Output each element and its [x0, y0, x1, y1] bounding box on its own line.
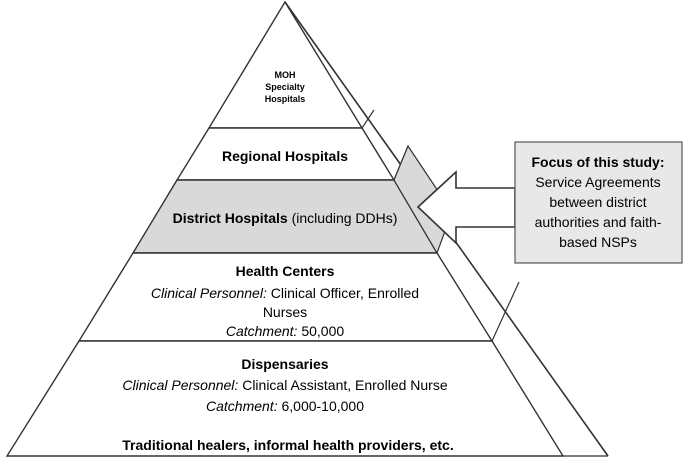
- moh-label-line1: MOH: [275, 70, 296, 80]
- hc-personnel-label: Clinical Personnel:: [151, 285, 267, 301]
- health-centers-personnel-cont: Nurses: [263, 304, 307, 320]
- dispensaries-personnel: Clinical Personnel: Clinical Assistant, …: [122, 377, 447, 393]
- hc-catchment-label: Catchment:: [226, 323, 298, 339]
- district-hospitals-label: District Hospitals (including DDHs): [173, 210, 398, 226]
- callout-box: [514, 141, 683, 264]
- health-centers-personnel: Clinical Personnel: Clinical Officer, En…: [151, 285, 419, 301]
- callout-line-2: Service Agreements: [535, 174, 660, 190]
- health-centers-title: Health Centers: [236, 263, 335, 279]
- callout-title: Focus of this study:: [532, 154, 665, 170]
- district-title-rest: (including DDHs): [288, 210, 398, 226]
- hc-personnel-value: Clinical Officer, Enrolled: [267, 285, 419, 301]
- side-face-divider-4: [491, 281, 520, 342]
- district-title-bold: District Hospitals: [173, 210, 288, 226]
- dispensaries-catchment: Catchment: 6,000-10,000: [206, 398, 364, 414]
- disp-personnel-value: Clinical Assistant, Enrolled Nurse: [238, 377, 448, 393]
- callout-line-4: authorities and faith-: [535, 214, 662, 230]
- callout-line-3: between district: [549, 194, 646, 210]
- traditional-healers-label: Traditional healers, informal health pro…: [122, 437, 453, 453]
- disp-catchment-label: Catchment:: [206, 398, 278, 414]
- disp-personnel-label: Clinical Personnel:: [122, 377, 238, 393]
- regional-hospitals-label: Regional Hospitals: [222, 148, 348, 164]
- pyramid-side-face: [343, 2, 608, 456]
- tier-moh: [207, 0, 364, 129]
- dispensaries-title: Dispensaries: [241, 356, 328, 372]
- disp-catchment-value: 6,000-10,000: [278, 398, 365, 414]
- callout-line-5: based NSPs: [559, 234, 637, 250]
- hc-catchment-value: 50,000: [297, 323, 344, 339]
- moh-label-line2: Specialty: [265, 82, 305, 92]
- health-centers-catchment: Catchment: 50,000: [226, 323, 345, 339]
- side-face-divider-1: [361, 109, 375, 129]
- moh-label-line3: Hospitals: [265, 94, 306, 104]
